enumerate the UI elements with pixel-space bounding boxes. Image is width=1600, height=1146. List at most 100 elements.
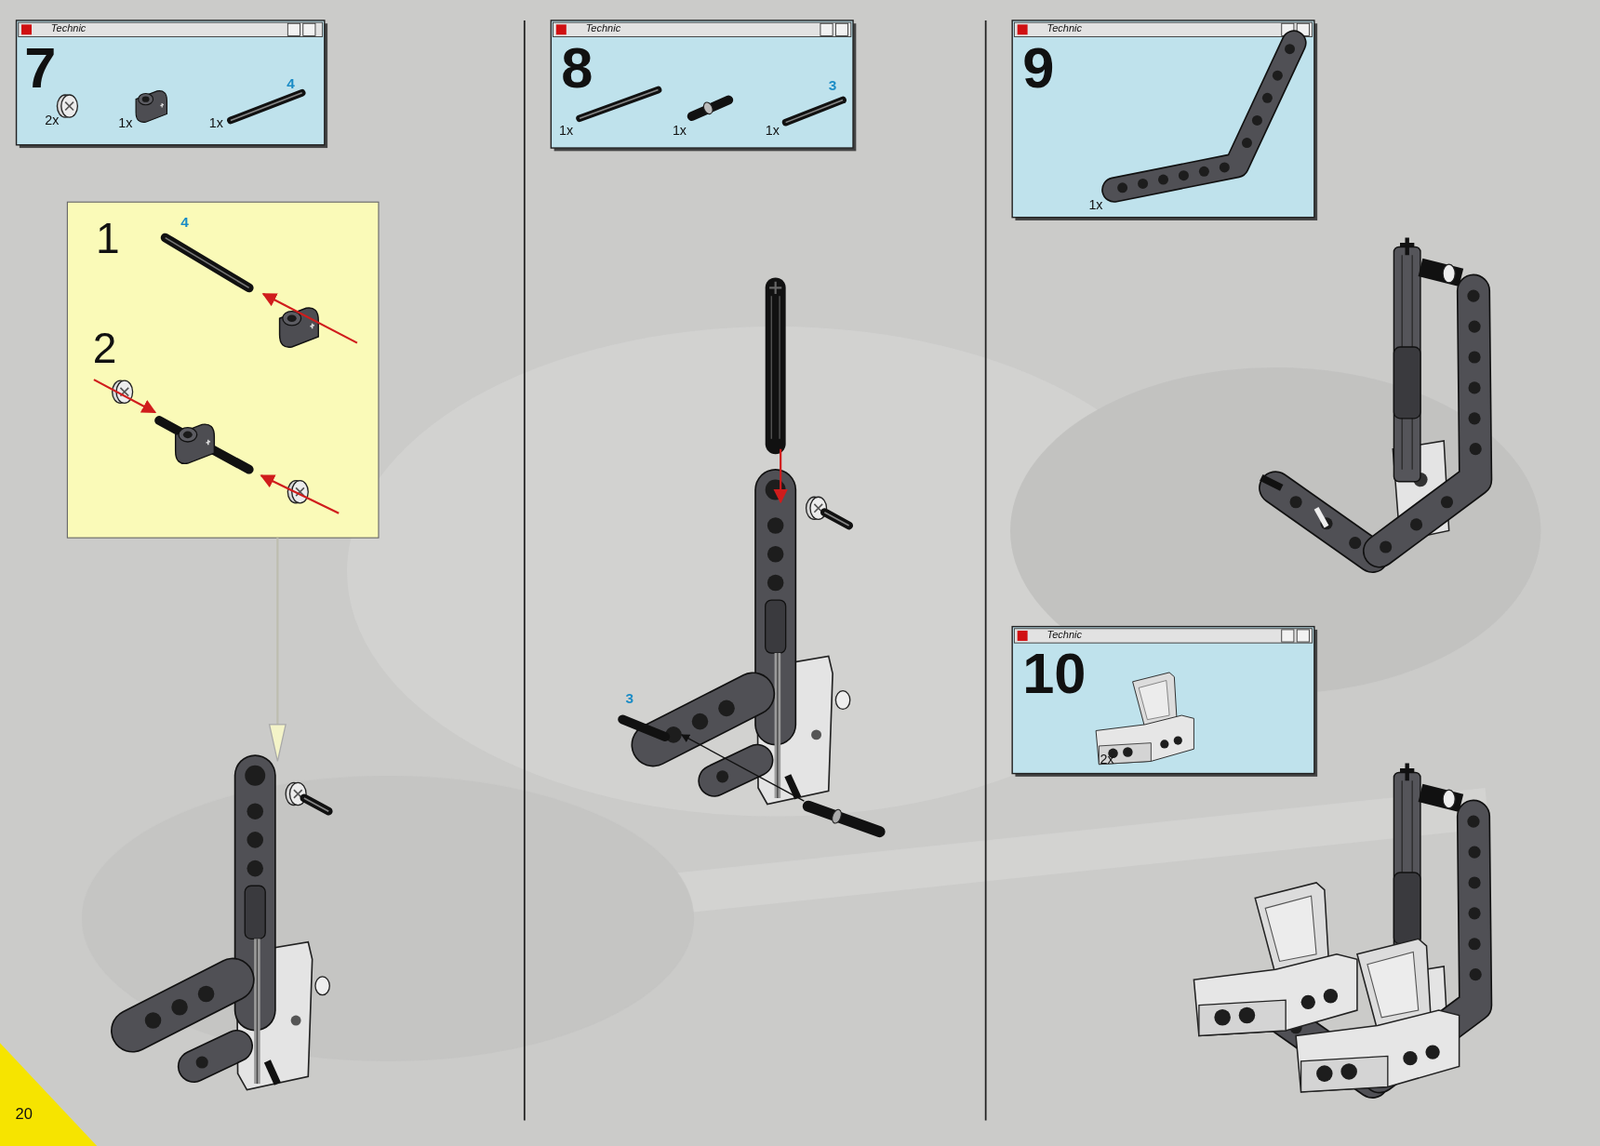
assembly-step-8 (830, 808, 843, 825)
step-panel-frame (18, 22, 323, 37)
step-panel-frame (556, 24, 567, 35)
sub-step-number: 2 (93, 326, 118, 370)
sub-step-art (276, 537, 279, 747)
page-corner (0, 1042, 97, 1146)
parts-list (1137, 178, 1148, 189)
page-divider (985, 20, 987, 1121)
step-panel-frame (550, 20, 854, 148)
step-panel-frame (835, 23, 848, 36)
assembly-step-8 (771, 295, 780, 440)
sub-step-art (165, 238, 250, 289)
parts-list (1284, 43, 1295, 54)
parts-list (1272, 70, 1283, 81)
step-number: 7 (24, 39, 56, 96)
parts-list (1158, 174, 1169, 186)
quantity-label: 1x (1088, 198, 1103, 212)
parts-list (56, 42, 1295, 765)
assembly-step-7 (133, 765, 331, 1091)
step-panel: Technic 10 2x (1012, 626, 1315, 774)
step-panel-frame (1281, 629, 1294, 642)
assembly-step-8 (808, 806, 880, 832)
step-number: 8 (560, 39, 593, 96)
parts-list (1095, 672, 1194, 765)
sub-step-art (269, 724, 287, 761)
callout-number: 3 (625, 691, 634, 706)
length-callout: 4 (286, 76, 295, 91)
sub-step-box: 1 4 2 (66, 201, 379, 538)
parts-list (1114, 42, 1294, 190)
sub-step-art (263, 293, 358, 344)
sub-step-art (165, 238, 250, 289)
parts-list (692, 100, 729, 118)
sub-step-art (159, 420, 250, 470)
assembly-step-8 (622, 719, 666, 737)
parts-list (230, 93, 303, 121)
sub-step-art (261, 475, 339, 514)
parts-list (1241, 137, 1253, 148)
sub-step-art (93, 379, 156, 413)
quantity-label: 1x (209, 116, 224, 130)
page-divider (524, 20, 987, 1121)
parts-list (1114, 42, 1294, 190)
quantity-label: 1x (559, 123, 574, 137)
sub-step-art (280, 307, 320, 347)
step-number: 9 (1022, 39, 1054, 96)
parts-list (786, 100, 843, 123)
assembly-step-8 (765, 287, 787, 444)
step-panel-frame (1013, 628, 1312, 643)
step-panel-frame (16, 20, 1319, 777)
step-panel-frame (303, 23, 316, 36)
assembly-step-8 (769, 281, 782, 294)
step-panel-frame (1012, 20, 1315, 218)
parts-list (135, 91, 167, 123)
step-panel-frame (16, 20, 325, 146)
quantity-label: 2x (44, 113, 59, 127)
parts-list (702, 100, 715, 116)
brand-label: Technic (586, 23, 622, 34)
parts-list (1262, 93, 1273, 104)
step-panel-frame (1012, 626, 1315, 774)
assembly-step-10 (1295, 938, 1460, 1093)
parts-list (1199, 166, 1210, 177)
brand-label: Technic (1046, 23, 1082, 34)
length-callout: 4 (180, 214, 189, 229)
quantity-label: 1x (765, 123, 780, 137)
assembly-step-10 (1193, 882, 1358, 1037)
quantity-label: 2x (1099, 752, 1114, 766)
parts-list (1252, 115, 1263, 126)
assembly-step-8 (653, 480, 851, 805)
parts-list (56, 94, 78, 118)
sub-step-number: 1 (95, 216, 120, 260)
parts-list (786, 100, 843, 123)
step-panel-frame (1013, 22, 1312, 37)
step-panel-frame (1017, 24, 1028, 35)
step-panel-frame (1017, 630, 1028, 641)
sub-step-art (175, 424, 215, 464)
parts-list (230, 93, 303, 121)
step-panel: Technic 9 1x (1012, 20, 1315, 218)
brand-label: Technic (51, 23, 87, 34)
step-panel: Technic 8 1x 1x 1x 3 (550, 20, 854, 148)
length-callout: 3 (828, 78, 838, 93)
assembly-step-10 (1193, 763, 1481, 1093)
page-number: 20 (14, 1106, 32, 1122)
step-panel-frame (1296, 629, 1309, 642)
brand-label: Technic (1046, 629, 1082, 640)
sub-step-art (93, 238, 358, 762)
assembly-step-8 (622, 281, 880, 832)
step-number: 10 (1022, 644, 1086, 702)
page-divider (523, 20, 526, 1121)
quantity-label: 1x (672, 123, 687, 137)
step-panel-frame (66, 201, 379, 538)
step-panel-frame (21, 24, 32, 35)
sub-step-art (287, 480, 308, 504)
step-panel-frame (287, 23, 300, 36)
parts-list (1178, 170, 1189, 181)
quantity-label: 1x (118, 116, 133, 130)
parts-list (1219, 161, 1230, 173)
step-panel-frame (553, 22, 852, 37)
assembly-step-8 (779, 449, 782, 503)
step-panel-frame (820, 23, 833, 36)
